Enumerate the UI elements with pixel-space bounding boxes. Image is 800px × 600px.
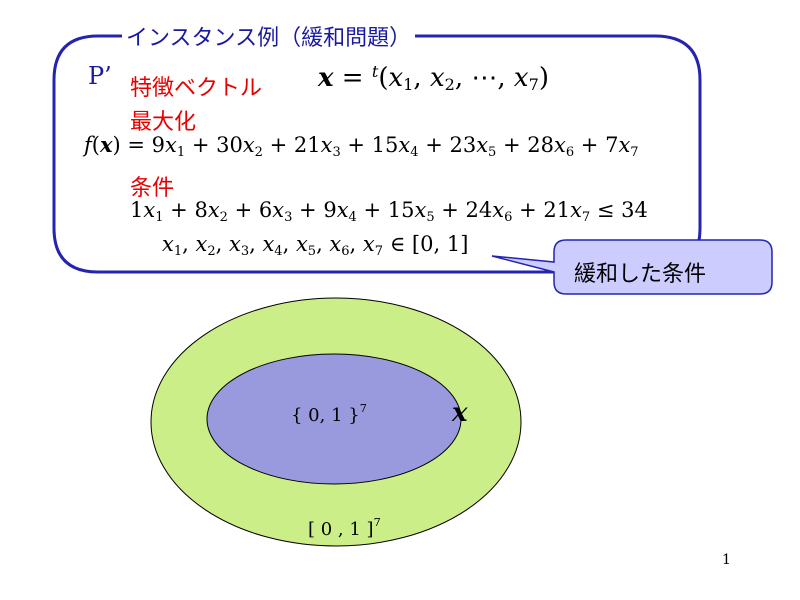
frame-title: インスタンス例（緩和問題） xyxy=(122,20,416,52)
constraint-inequality: 1x1 + 8x2 + 6x3 + 9x4 + 15x5 + 24x6 + 21… xyxy=(130,198,648,225)
slide-number: 1 xyxy=(722,552,731,568)
frame-label: P’ xyxy=(88,62,112,90)
feature-vector-formula: x = t(x1, x2, ⋯, x7) xyxy=(318,62,549,94)
constraint-heading: 条件 xyxy=(130,176,175,201)
objective-formula: f(x) = 9x1 + 30x2 + 21x3 + 15x4 + 23x5 +… xyxy=(84,132,639,160)
inner-set-label: { 0, 1 }7 xyxy=(291,402,367,426)
outer-set-label: [ 0 , 1 ]7 xyxy=(308,516,381,540)
inner-set-ellipse xyxy=(206,353,462,485)
domain-relaxation: x1, x2, x3, x4, x5, x6, x7 ∈ [0, 1] xyxy=(162,232,469,259)
problem-frame xyxy=(52,34,702,274)
callout-text: 緩和した条件 xyxy=(574,262,707,287)
callout-bubble xyxy=(491,239,773,295)
vector-heading: 特徴ベクトル xyxy=(130,76,263,101)
maximize-heading: 最大化 xyxy=(130,110,197,135)
point-label: x xyxy=(452,398,468,428)
